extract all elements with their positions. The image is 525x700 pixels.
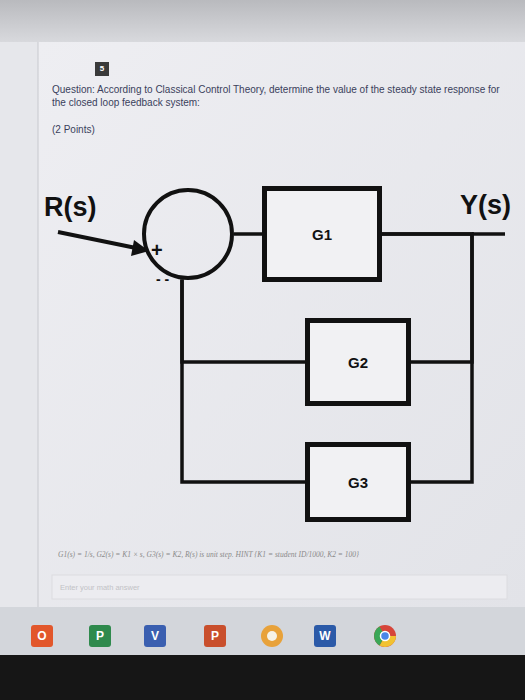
signal-line bbox=[382, 234, 472, 362]
transfer-block: G2 bbox=[305, 318, 411, 406]
block-name: G3 bbox=[348, 474, 368, 491]
top-band bbox=[0, 0, 525, 42]
junction-sign: - - bbox=[156, 272, 169, 286]
block-name: G2 bbox=[348, 354, 368, 371]
app-icon-letter: O bbox=[31, 625, 53, 647]
signal-name: Y(s) bbox=[460, 190, 511, 221]
output-line bbox=[472, 232, 505, 236]
input-arrow-line bbox=[58, 232, 136, 248]
junction-outline bbox=[142, 188, 234, 280]
signal-line bbox=[382, 234, 472, 482]
junction-sign: + bbox=[151, 240, 163, 260]
question-text: Question: According to Classical Control… bbox=[52, 83, 502, 109]
junction-circle bbox=[144, 190, 232, 278]
taskbar-icon bbox=[267, 631, 277, 641]
taskbar-icon bbox=[144, 625, 166, 647]
question-number: 5 bbox=[95, 62, 109, 76]
taskbar-icon bbox=[261, 625, 283, 647]
taskbar-icon bbox=[381, 632, 390, 641]
transfer-function-note: G1(s) = 1/s, G2(s) = K1 × s, G3(s) = K2,… bbox=[58, 550, 359, 559]
answer-field bbox=[52, 575, 507, 599]
signal-line bbox=[182, 280, 305, 362]
app-icon-letter: P bbox=[89, 625, 111, 647]
app-icon-letter: P bbox=[204, 625, 226, 647]
taskbar-icon bbox=[374, 625, 396, 647]
taskbar-icon bbox=[31, 625, 53, 647]
signal-line bbox=[182, 280, 305, 482]
block-name: G1 bbox=[312, 226, 332, 243]
taskbar-icon bbox=[89, 625, 111, 647]
points-note: (2 Points) bbox=[52, 124, 95, 135]
transfer-block: G1 bbox=[262, 186, 382, 282]
answer-placeholder: Enter your math answer bbox=[60, 583, 140, 592]
question-panel bbox=[38, 42, 525, 607]
app-icon-letter: V bbox=[144, 625, 166, 647]
monitor-bezel bbox=[0, 655, 525, 700]
panel-edge bbox=[38, 42, 39, 607]
taskbar-icon bbox=[204, 625, 226, 647]
taskbar-icon bbox=[314, 625, 336, 647]
transfer-block: G3 bbox=[305, 442, 411, 522]
signal-line bbox=[234, 232, 262, 236]
app-icon-letter: W bbox=[314, 625, 336, 647]
summing-junction: +- - bbox=[142, 188, 234, 280]
signal-name: R(s) bbox=[44, 192, 97, 223]
question-badge bbox=[95, 62, 109, 76]
taskbar bbox=[0, 607, 525, 655]
